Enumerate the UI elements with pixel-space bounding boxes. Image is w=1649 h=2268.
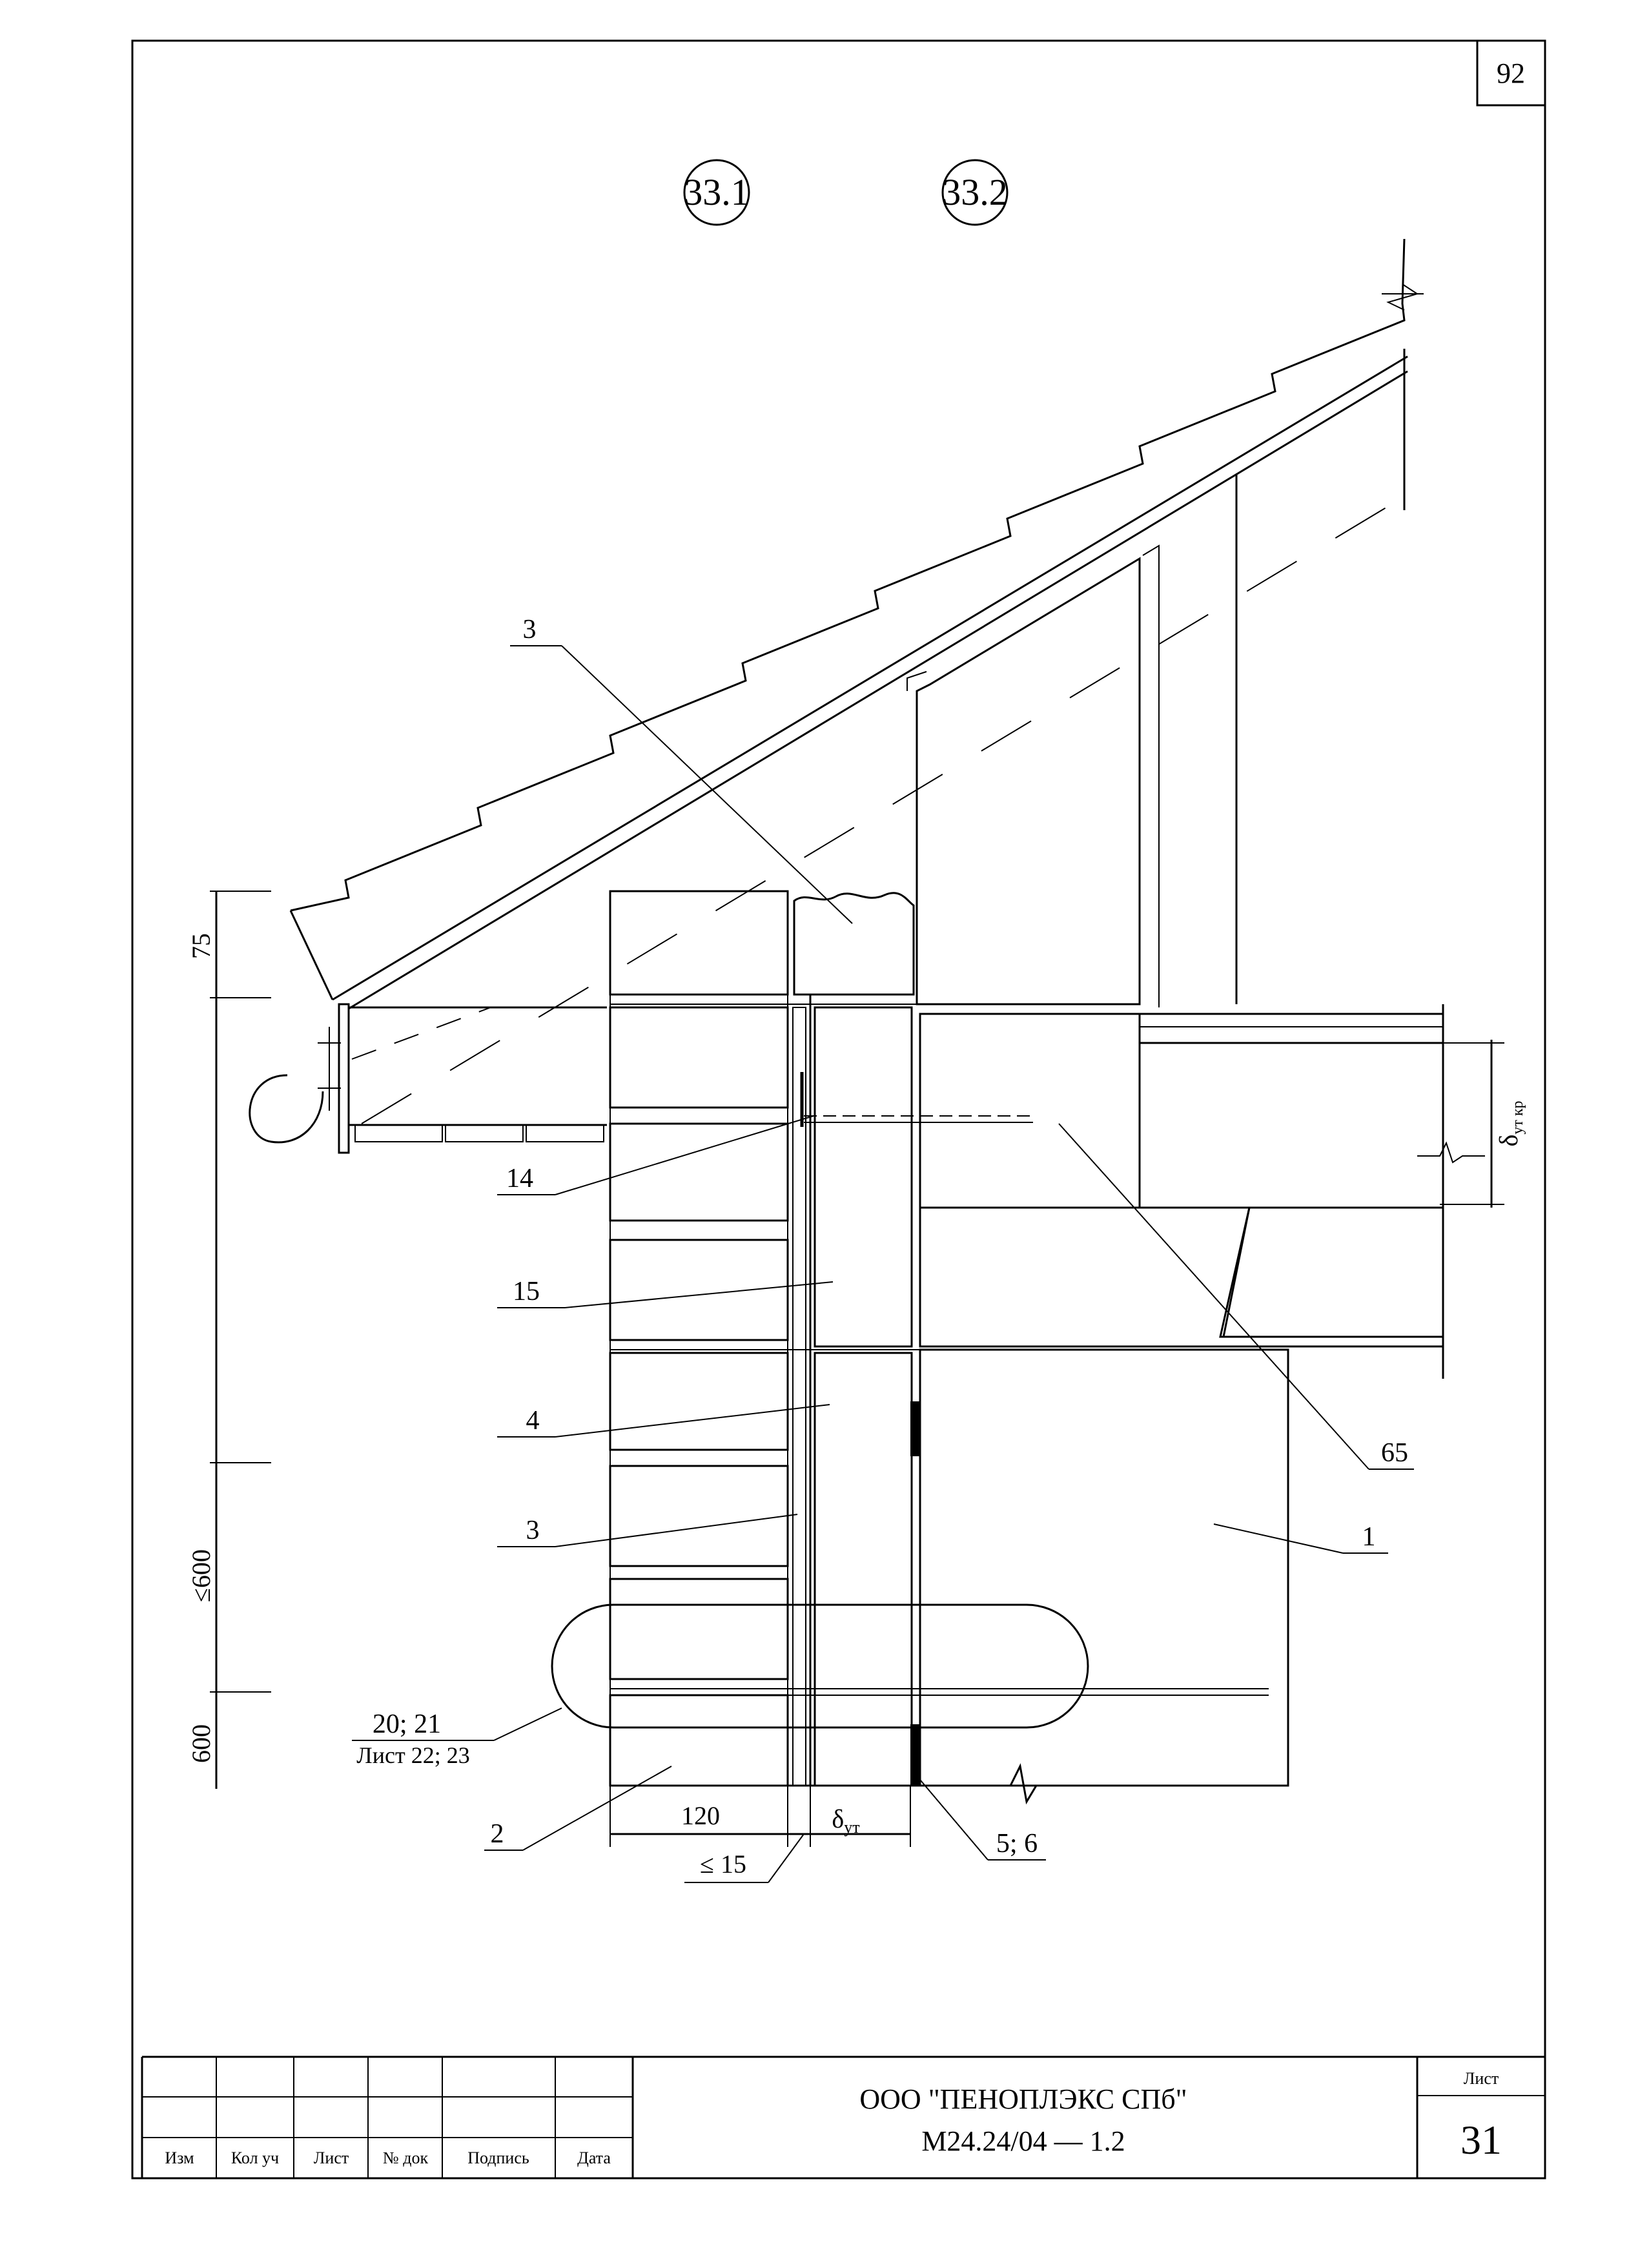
tb-header-date: Дата bbox=[577, 2149, 611, 2167]
label-14: 14 bbox=[506, 1164, 533, 1193]
tb-list-number: 31 bbox=[1460, 2117, 1502, 2163]
dim-600: 600 bbox=[187, 1724, 216, 1763]
air-gap-layer bbox=[792, 995, 812, 1786]
label-3-top: 3 bbox=[523, 615, 537, 644]
title-block: Изм Кол уч Лист № док Подпись Дата ООО "… bbox=[141, 2056, 1545, 2180]
label-2: 2 bbox=[491, 1819, 504, 1849]
callout-33-2: 33.2 bbox=[941, 159, 1009, 226]
tb-header-kol: Кол уч bbox=[231, 2149, 279, 2167]
bottom-dimensions: 120 δут ≤ 15 bbox=[609, 1786, 911, 1883]
brick-cladding bbox=[609, 890, 789, 1787]
label-3: 3 bbox=[526, 1516, 540, 1545]
bearing-wall bbox=[919, 1348, 1289, 1787]
tb-header-list: Лист bbox=[314, 2149, 349, 2167]
callout-33-1: 33.1 bbox=[683, 159, 750, 226]
eave bbox=[249, 1003, 607, 1154]
slab-edge-insulation bbox=[919, 1013, 1141, 1209]
tb-document-code: М24.24/04 — 1.2 bbox=[921, 2125, 1125, 2157]
gable-wall bbox=[916, 557, 1141, 1005]
insulation-lower bbox=[814, 1352, 913, 1787]
left-dimension-chain: 75 ≤600 600 bbox=[187, 891, 271, 1789]
floor-slab bbox=[1138, 1042, 1444, 1209]
callout-33-1-text: 33.1 bbox=[684, 171, 750, 213]
roof bbox=[289, 238, 1424, 1124]
label-5-6: 5; 6 bbox=[996, 1829, 1038, 1859]
leaders: 3 14 15 4 3 2 1 65 5; 6 20; 21 Лист 22; … bbox=[352, 615, 1414, 1861]
callout-33-2-text: 33.2 bbox=[942, 171, 1008, 213]
dim-15: ≤ 15 bbox=[700, 1850, 746, 1879]
vapor-barrier-1 bbox=[910, 1401, 919, 1456]
dim-75: 75 bbox=[187, 933, 216, 959]
tb-header-izm: Изм bbox=[165, 2149, 194, 2167]
sheet-frame bbox=[131, 39, 1546, 2180]
dim-120: 120 bbox=[681, 1801, 720, 1830]
right-dimension: δут кр bbox=[1417, 1040, 1526, 1208]
label-ref-sub: Лист 22; 23 bbox=[356, 1742, 469, 1768]
sheet-number: 92 bbox=[1497, 57, 1525, 89]
label-ref-main: 20; 21 bbox=[373, 1709, 441, 1739]
vapor-barrier-2 bbox=[910, 1724, 919, 1786]
tb-header-sign: Подпись bbox=[467, 2149, 529, 2167]
tb-header-doc: № док bbox=[383, 2149, 429, 2167]
tb-organization: ООО "ПЕНОПЛЭКС СПб" bbox=[859, 2083, 1187, 2115]
tb-list-label: Лист bbox=[1464, 2069, 1499, 2088]
label-15: 15 bbox=[513, 1277, 540, 1306]
label-1: 1 bbox=[1362, 1522, 1376, 1552]
detail-outline bbox=[551, 1603, 1089, 1729]
floor-slab-lower bbox=[919, 1206, 1444, 1348]
top-fill bbox=[793, 892, 915, 996]
label-65: 65 bbox=[1381, 1438, 1408, 1468]
dim-600-max: ≤600 bbox=[187, 1549, 216, 1602]
dim-insulation: δут bbox=[832, 1804, 859, 1837]
insulation-upper bbox=[814, 1006, 913, 1348]
label-4: 4 bbox=[526, 1406, 540, 1436]
dim-slab-insulation: δут кр bbox=[1494, 1100, 1526, 1146]
